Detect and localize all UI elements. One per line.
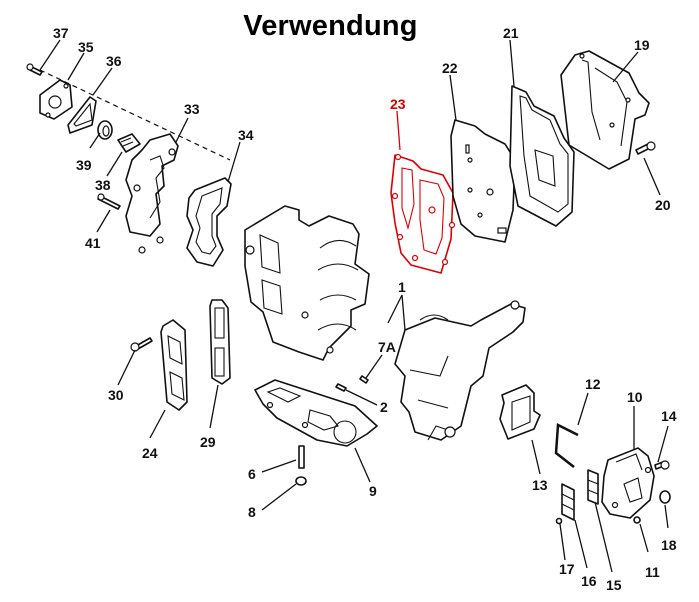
part-8-nut bbox=[295, 476, 307, 486]
label-13: 13 bbox=[532, 477, 548, 493]
part-22-exhaust-plate bbox=[450, 119, 516, 243]
label-23: 23 bbox=[390, 96, 406, 112]
label-30: 30 bbox=[108, 387, 124, 403]
part-33-cylinder-head-housing bbox=[125, 133, 179, 254]
part-37-bolt bbox=[26, 63, 43, 76]
label-11: 11 bbox=[645, 564, 660, 580]
part-29-gasket bbox=[209, 299, 231, 385]
label-8: 8 bbox=[248, 504, 256, 520]
part-2-dowel-pin bbox=[335, 383, 347, 392]
label-6: 6 bbox=[248, 466, 256, 482]
label-24: 24 bbox=[142, 445, 158, 461]
part-16-reed-stop bbox=[561, 483, 575, 521]
part-11-nut bbox=[633, 516, 641, 524]
part-39-seal bbox=[97, 120, 113, 140]
part-34-gasket bbox=[186, 177, 232, 267]
part-7A-dowel-pin bbox=[359, 375, 369, 384]
label-36: 36 bbox=[106, 53, 122, 69]
part-20-bolt bbox=[635, 141, 656, 155]
title-text: Verwendung bbox=[243, 10, 418, 42]
label-1: 1 bbox=[398, 279, 406, 295]
part-38-thermostat bbox=[117, 133, 141, 153]
part-24-cover bbox=[160, 319, 188, 411]
label-7A: 7A bbox=[378, 339, 396, 355]
label-17: 17 bbox=[559, 561, 575, 577]
label-29: 29 bbox=[200, 434, 216, 450]
part-19-exhaust-cover bbox=[560, 50, 650, 170]
part-9-gasket bbox=[254, 379, 378, 447]
alignment-dashed-line bbox=[39, 69, 231, 161]
label-9: 9 bbox=[369, 483, 377, 499]
label-38: 38 bbox=[95, 177, 111, 193]
label-12: 12 bbox=[585, 376, 601, 392]
part-1-crankcase-half bbox=[394, 300, 526, 441]
label-14: 14 bbox=[661, 408, 677, 424]
label-34: 34 bbox=[238, 127, 254, 143]
label-18: 18 bbox=[661, 537, 677, 553]
label-15: 15 bbox=[606, 577, 622, 593]
part-36-gasket bbox=[67, 96, 97, 134]
part-41-bolt bbox=[97, 193, 121, 210]
part-23-exhaust-gasket-highlighted bbox=[390, 153, 456, 274]
label-33: 33 bbox=[184, 101, 200, 117]
part-1-cylinder-block bbox=[244, 205, 370, 361]
part-labels: 37 35 36 39 38 41 33 34 23 22 21 19 20 1… bbox=[53, 25, 677, 593]
label-35: 35 bbox=[78, 39, 94, 55]
label-37: 37 bbox=[53, 25, 69, 41]
label-39: 39 bbox=[76, 157, 92, 173]
label-2: 2 bbox=[380, 399, 388, 415]
label-21: 21 bbox=[503, 25, 519, 41]
label-22: 22 bbox=[442, 60, 458, 76]
diagram-title: Verwendung bbox=[0, 10, 699, 43]
part-17-screw bbox=[555, 517, 563, 525]
label-19: 19 bbox=[634, 37, 650, 53]
label-41: 41 bbox=[85, 235, 101, 251]
label-16: 16 bbox=[581, 573, 597, 589]
leader-lines bbox=[39, 39, 669, 573]
part-14-screw bbox=[654, 460, 670, 470]
label-20: 20 bbox=[655, 197, 671, 213]
part-35-thermostat-cover bbox=[39, 79, 73, 120]
part-30-bolt bbox=[130, 337, 153, 352]
part-12-stop-bracket bbox=[554, 423, 579, 468]
part-10-reed-block bbox=[601, 447, 655, 519]
part-21-exhaust-gasket bbox=[509, 85, 575, 227]
part-15-reed-petal bbox=[587, 469, 599, 505]
part-13-reed-gasket bbox=[499, 384, 541, 440]
part-6-stud bbox=[298, 445, 305, 469]
part-18-nut bbox=[659, 490, 671, 504]
label-10: 10 bbox=[627, 389, 643, 405]
